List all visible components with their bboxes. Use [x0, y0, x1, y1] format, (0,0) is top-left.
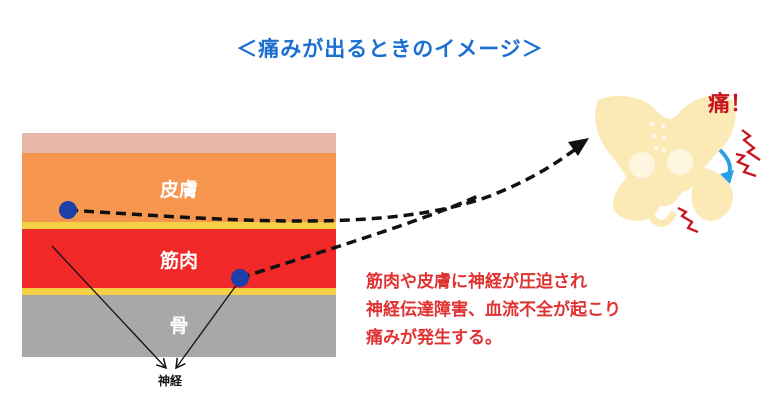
nerve-pointer-left — [51, 245, 168, 370]
note-line-2: 神経伝達障害、血流不全が起こり — [366, 300, 621, 320]
lightning-icon — [677, 129, 761, 234]
nerve-point-skin — [59, 201, 77, 219]
top-layer — [22, 133, 336, 153]
fat-line-upper — [22, 222, 336, 229]
explanation-note: 筋肉や皮膚に神経が圧迫され 神経伝達障害、血流不全が起こり 痛みが発生する。 — [366, 268, 621, 352]
nerve-path-skin — [67, 142, 584, 223]
nerve-arrowhead — [568, 138, 589, 156]
nerve-pointer-right — [175, 279, 241, 370]
muscle-layer: 筋肉 — [22, 229, 336, 288]
nerve-label: 神経 — [157, 374, 182, 388]
page-title: ＜痛みが出るときのイメージ＞ — [236, 37, 544, 61]
bone-layer: 骨 — [22, 295, 336, 357]
nerve-point-muscle — [231, 269, 249, 287]
muscle-label: 筋肉 — [159, 250, 198, 272]
pelvis-icon — [595, 95, 736, 227]
bone-label: 骨 — [169, 315, 189, 337]
skin-label: 皮膚 — [159, 179, 198, 201]
pain-label: 痛！ — [708, 92, 753, 117]
note-line-3: 痛みが発生する。 — [366, 328, 502, 348]
note-line-1: 筋肉や皮膚に神経が圧迫され — [366, 272, 587, 292]
nerve-path-muscle — [239, 194, 479, 280]
fat-line-lower — [22, 288, 336, 295]
